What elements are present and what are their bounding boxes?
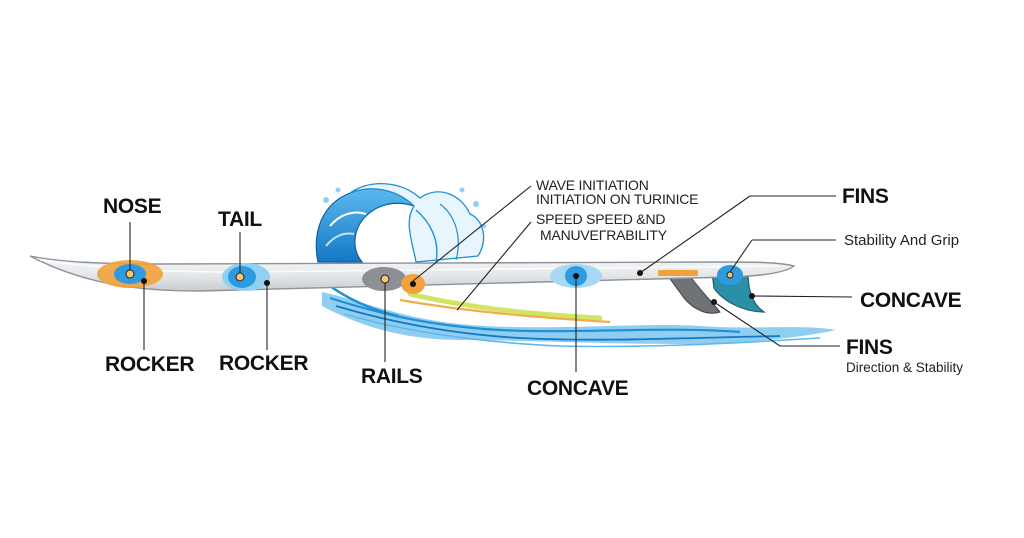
tail-marker [222, 263, 270, 291]
label-rails: RAILS [361, 365, 423, 388]
label-concave-bottom: CONCAVE [527, 377, 629, 400]
fin-gray [667, 275, 721, 314]
label-speed-line2: MANUVEΓRABILITY [540, 227, 667, 243]
wave-illustration [315, 182, 836, 348]
fin-box [658, 270, 698, 276]
fins-marker [711, 265, 755, 305]
label-rocker-mid: ROCKER [219, 352, 309, 375]
label-speed-line1: SPEED SPEED &ND [536, 211, 666, 227]
label-wave-line1: WAVE INITIATION [536, 177, 649, 193]
label-rocker-left: ROCKER [105, 353, 195, 376]
label-tail: TAIL [218, 208, 262, 231]
label-stability-grip: Stability And Grip [844, 232, 960, 249]
label-fins-top: FINS [842, 185, 889, 208]
label-direction-stability: Direction & Stability [846, 360, 964, 375]
concave-marker [550, 264, 602, 288]
label-wave-line2: INITIATION ON TURINICE [536, 191, 699, 207]
label-concave-right: CONCAVE [860, 289, 962, 312]
rails-marker [362, 267, 425, 294]
leader-lines [129, 185, 853, 372]
nose-marker [97, 260, 163, 288]
label-fins-bottom: FINS [846, 336, 893, 359]
label-nose: NOSE [103, 195, 162, 218]
